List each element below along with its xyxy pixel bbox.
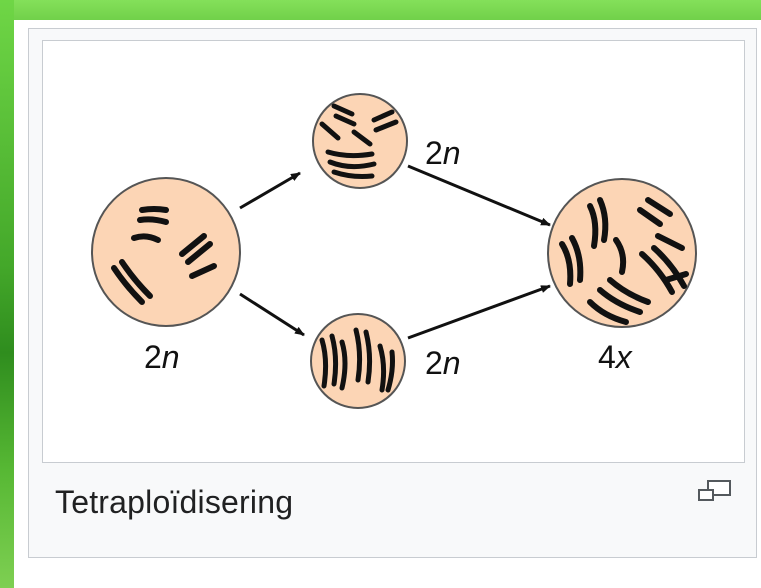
label-tetraploid: 4x (598, 339, 633, 375)
cell-parent: 2n (91, 177, 241, 375)
arrow-lower-to-tetraploid (407, 284, 551, 340)
magnify-clip-icon[interactable] (695, 478, 735, 508)
arrow-parent-to-upper (239, 171, 301, 210)
background-top (0, 0, 761, 22)
label-upper: 2n (425, 135, 461, 171)
chromosomes-tetraploid (559, 197, 689, 325)
chromosomes-lower (319, 327, 395, 393)
chromosomes-parent (111, 206, 217, 305)
label-lower: 2n (425, 345, 461, 381)
arrow-parent-to-lower (239, 292, 305, 337)
cell-tetraploid: 4x (547, 178, 697, 375)
label-parent: 2n (144, 339, 180, 375)
background-left-edge (0, 0, 14, 588)
cell-lower: 2n (310, 313, 461, 409)
chromosomes-upper (319, 103, 399, 179)
arrow-upper-to-tetraploid (407, 164, 551, 227)
figure-caption: Tetraploïdisering (55, 484, 294, 520)
tetraploidization-diagram[interactable]: 2n 2n 2n (42, 40, 745, 463)
arrows (239, 164, 551, 340)
cell-upper: 2n (312, 93, 461, 189)
